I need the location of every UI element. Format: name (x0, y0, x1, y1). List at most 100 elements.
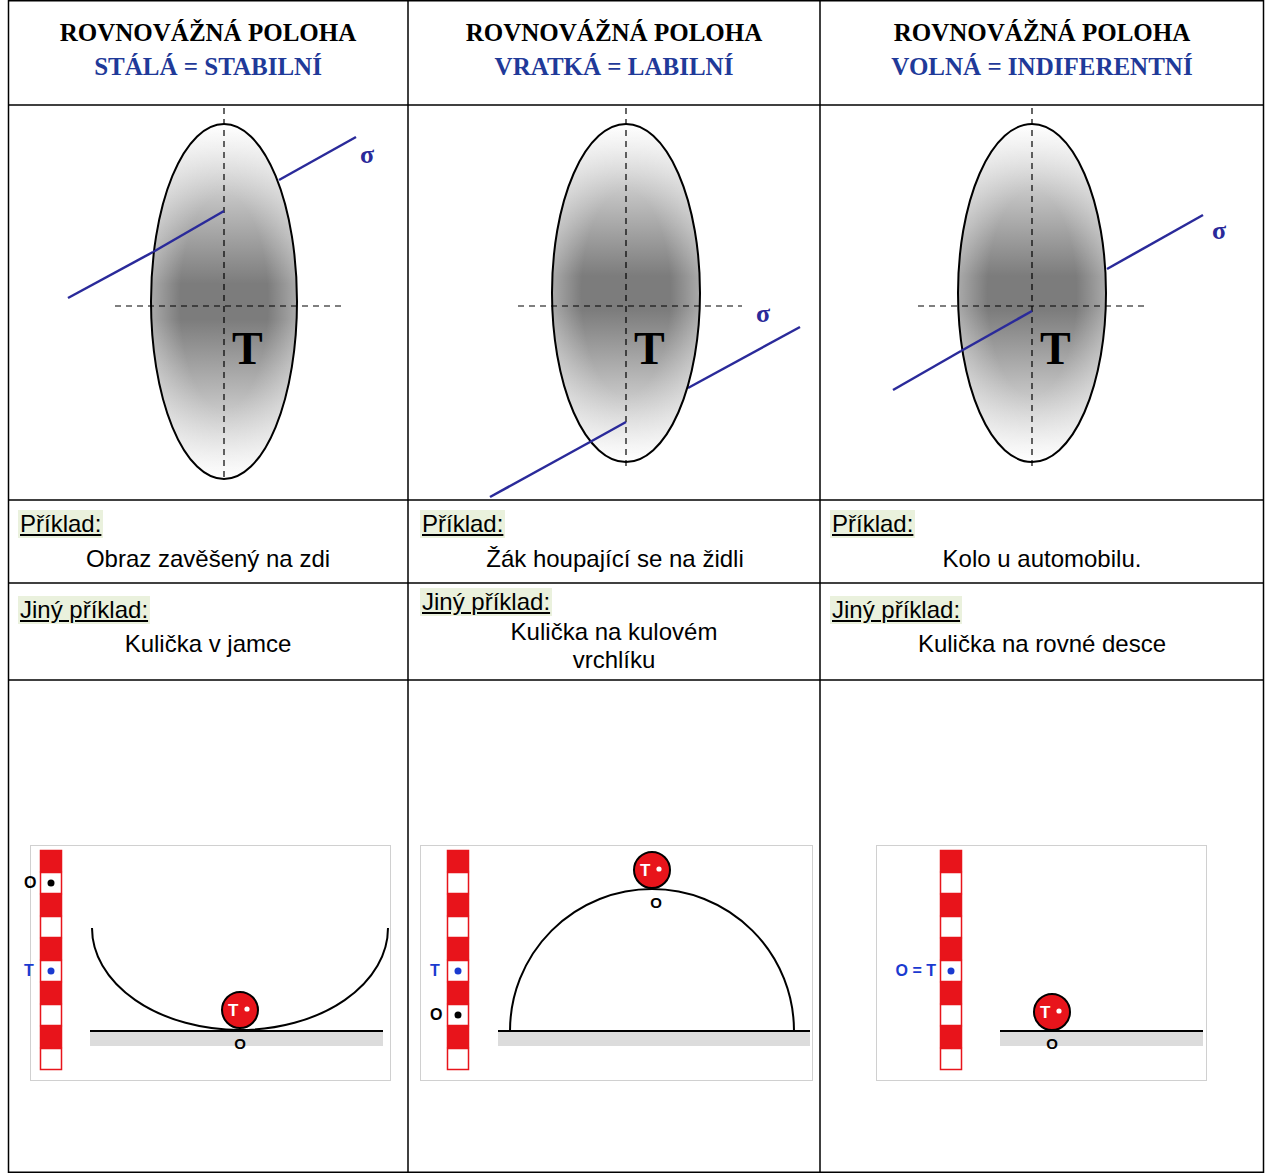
ball-letter: T (1040, 1003, 1050, 1023)
centre-dot (1056, 1008, 1061, 1013)
ground-band (498, 1032, 810, 1046)
centre-of-mass-letter: T (1040, 322, 1071, 375)
centre-of-mass-letter: T (232, 322, 263, 375)
example-heading: Jiný příklad: (18, 596, 150, 624)
ruler-square (41, 1005, 62, 1026)
bowl-curve (92, 928, 388, 1030)
ruler-square (941, 961, 962, 982)
ruler-square (448, 873, 469, 894)
column-heading: VOLNÁ = INDIFERENTNÍ (825, 52, 1259, 82)
example-text: Obraz zavěšený na zdi (18, 545, 398, 573)
ellipse-shape (552, 124, 700, 462)
ruler-square (941, 895, 962, 916)
ruler-square (448, 917, 469, 938)
ruler-square (448, 1049, 469, 1070)
ball-letter: T (640, 861, 650, 881)
ruler-square (448, 895, 469, 916)
example-text: Žák houpající se na židli (418, 545, 812, 573)
plane-line (490, 442, 590, 497)
picture-panels (31, 846, 1207, 1081)
column-heading: VRATKÁ = LABILNÍ (413, 52, 815, 82)
centre-dot (244, 1006, 249, 1011)
ground-line (1000, 1030, 1203, 1032)
ruler-square (448, 851, 469, 872)
ruler-label: T (24, 962, 34, 980)
picture-panel (31, 846, 391, 1081)
ground-bands (90, 1032, 1203, 1046)
plane-line (279, 137, 356, 180)
row-line (8, 499, 1264, 501)
ellipse-figure (150, 123, 298, 480)
ball-shape (1034, 994, 1070, 1030)
plane-line (153, 211, 224, 252)
column-line (819, 0, 821, 1173)
ellipse-outline (552, 124, 700, 462)
column-heading: STÁLÁ = STABILNÍ (13, 52, 403, 82)
vertical-axis (1031, 108, 1032, 468)
sigma-plane-lines (68, 137, 1203, 497)
example-heading: Jiný příklad: (420, 588, 552, 616)
ruler-square (941, 939, 962, 960)
ball: T (221, 991, 259, 1029)
ruler-mark (455, 1012, 462, 1019)
ruler-square (41, 873, 62, 894)
vertical-axis (223, 108, 224, 482)
example-text: Kulička na rovné desce (828, 630, 1256, 658)
plane-line (893, 351, 961, 390)
column-heading: ROVNOVÁŽNÁ POLOHA (413, 18, 815, 48)
example-text: Kulička na kulovém vrchlíku (474, 618, 754, 674)
plane-label: σ (360, 141, 374, 169)
ruler-label: O (430, 1006, 442, 1024)
row-line (8, 104, 1264, 106)
dome-curve (510, 889, 794, 1031)
example-heading: Příklad: (18, 510, 103, 538)
ground-line (498, 1030, 810, 1032)
example-heading: Příklad: (420, 510, 505, 538)
vertical-axis (625, 108, 626, 468)
ellipse-outline (151, 124, 297, 479)
body-ellipse: T (150, 123, 298, 480)
ruler-square (41, 1027, 62, 1048)
centre-of-mass-letter: T (634, 322, 665, 375)
row-line (8, 679, 1264, 681)
ruler-square (41, 895, 62, 916)
horizontal-axis (918, 305, 1145, 306)
plane-line (961, 311, 1032, 351)
example-text: Kolo u automobilu. (828, 545, 1256, 573)
ruler (41, 851, 62, 1070)
ruler-square (41, 917, 62, 938)
plane-line (688, 327, 800, 388)
table-grid (8, 0, 1264, 1173)
centre-dot (656, 866, 661, 871)
ball: T (1033, 993, 1071, 1031)
table-border (9, 1, 1264, 1173)
ball-figure (221, 991, 259, 1029)
ruler-square (448, 983, 469, 1004)
contact-point-label: O (1042, 1035, 1062, 1052)
ruler-label: T (430, 962, 440, 980)
height-rulers (41, 851, 962, 1070)
ruler-square (448, 1005, 469, 1026)
ruler-square (941, 1005, 962, 1026)
ruler-square (448, 939, 469, 960)
ruler-square (941, 873, 962, 894)
example-heading: Příklad: (830, 510, 915, 538)
column-heading: ROVNOVÁŽNÁ POLOHA (825, 18, 1259, 48)
plane-line (1107, 215, 1203, 269)
ruler-square (448, 961, 469, 982)
column-line (407, 0, 409, 1173)
ruler-square (448, 1027, 469, 1048)
ball-shape (634, 852, 670, 888)
column-heading: ROVNOVÁŽNÁ POLOHA (13, 18, 403, 48)
ruler-label: O (24, 874, 36, 892)
ruler-square (41, 983, 62, 1004)
plane-line (68, 252, 153, 298)
row-line (8, 582, 1264, 584)
example-text: Kulička v jamce (18, 630, 398, 658)
ruler-square (941, 917, 962, 938)
picture-panel (877, 846, 1207, 1081)
ball-shape (222, 992, 258, 1028)
